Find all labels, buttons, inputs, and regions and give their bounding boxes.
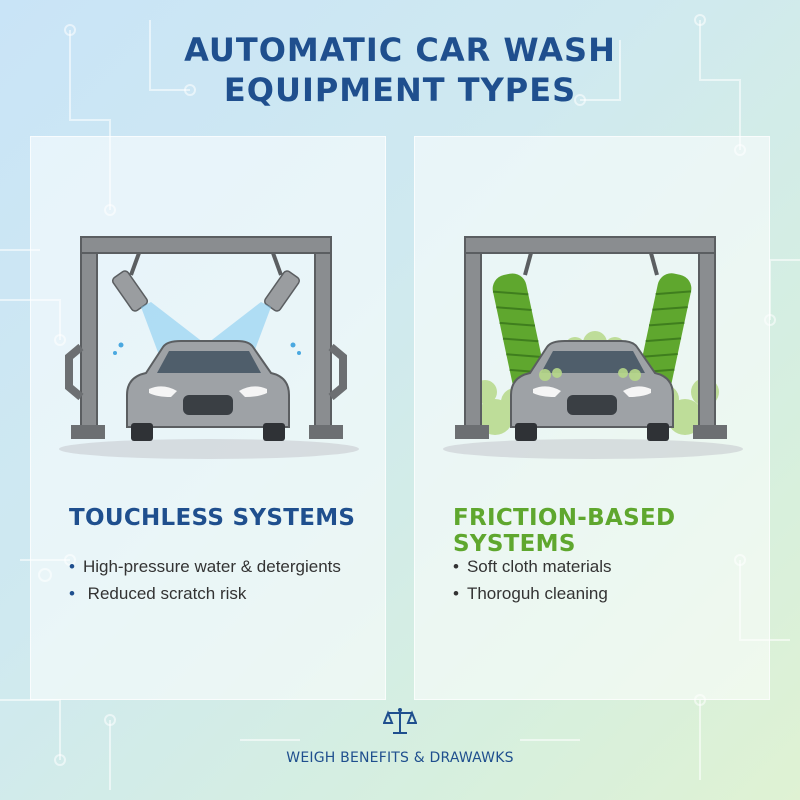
friction-panel: FRICTION-BASED SYSTEMS • Soft cloth mater…: [414, 136, 770, 700]
list-item: • High-pressure water & detergients: [69, 553, 341, 580]
bullet-text: Reduced scratch risk: [82, 584, 247, 603]
bullet-icon: •: [69, 584, 75, 603]
friction-car-wash-illustration: [415, 227, 771, 607]
friction-bullet-list: • Soft cloth materials • Thoroguh cleaning: [453, 553, 612, 607]
bullet-icon: •: [453, 584, 459, 603]
footer: WEIGH BENEFITS & DRAWAWKS: [0, 706, 800, 766]
touchless-panel: TOUCHLESS SYSTEMS • High-pressure water &…: [30, 136, 386, 700]
bullet-icon: •: [453, 557, 459, 576]
panel-heading-touchless: TOUCHLESS SYSTEMS: [69, 505, 356, 531]
list-item: • Soft cloth materials: [453, 553, 612, 580]
touchless-car-wash-illustration: [31, 227, 387, 607]
footer-text: WEIGH BENEFITS & DRAWAWKS: [286, 750, 514, 766]
list-item: • Thoroguh cleaning: [453, 580, 612, 607]
bullet-text: Thoroguh cleaning: [466, 584, 608, 603]
bullet-text: High-pressure water & detergients: [82, 557, 341, 576]
title-line-1: AUTOMATIC CAR WASH: [184, 31, 616, 69]
balance-scale-icon: [383, 708, 417, 734]
page-title: AUTOMATIC CAR WASH EQUIPMENT TYPES: [0, 30, 800, 110]
panel-heading-friction: FRICTION-BASED SYSTEMS: [453, 505, 676, 557]
list-item: • Reduced scratch risk: [69, 580, 341, 607]
touchless-bullet-list: • High-pressure water & detergients • Red…: [69, 553, 341, 607]
title-line-2: EQUIPMENT TYPES: [223, 71, 577, 109]
bullet-text: Soft cloth materials: [466, 557, 612, 576]
bullet-icon: •: [69, 557, 75, 576]
